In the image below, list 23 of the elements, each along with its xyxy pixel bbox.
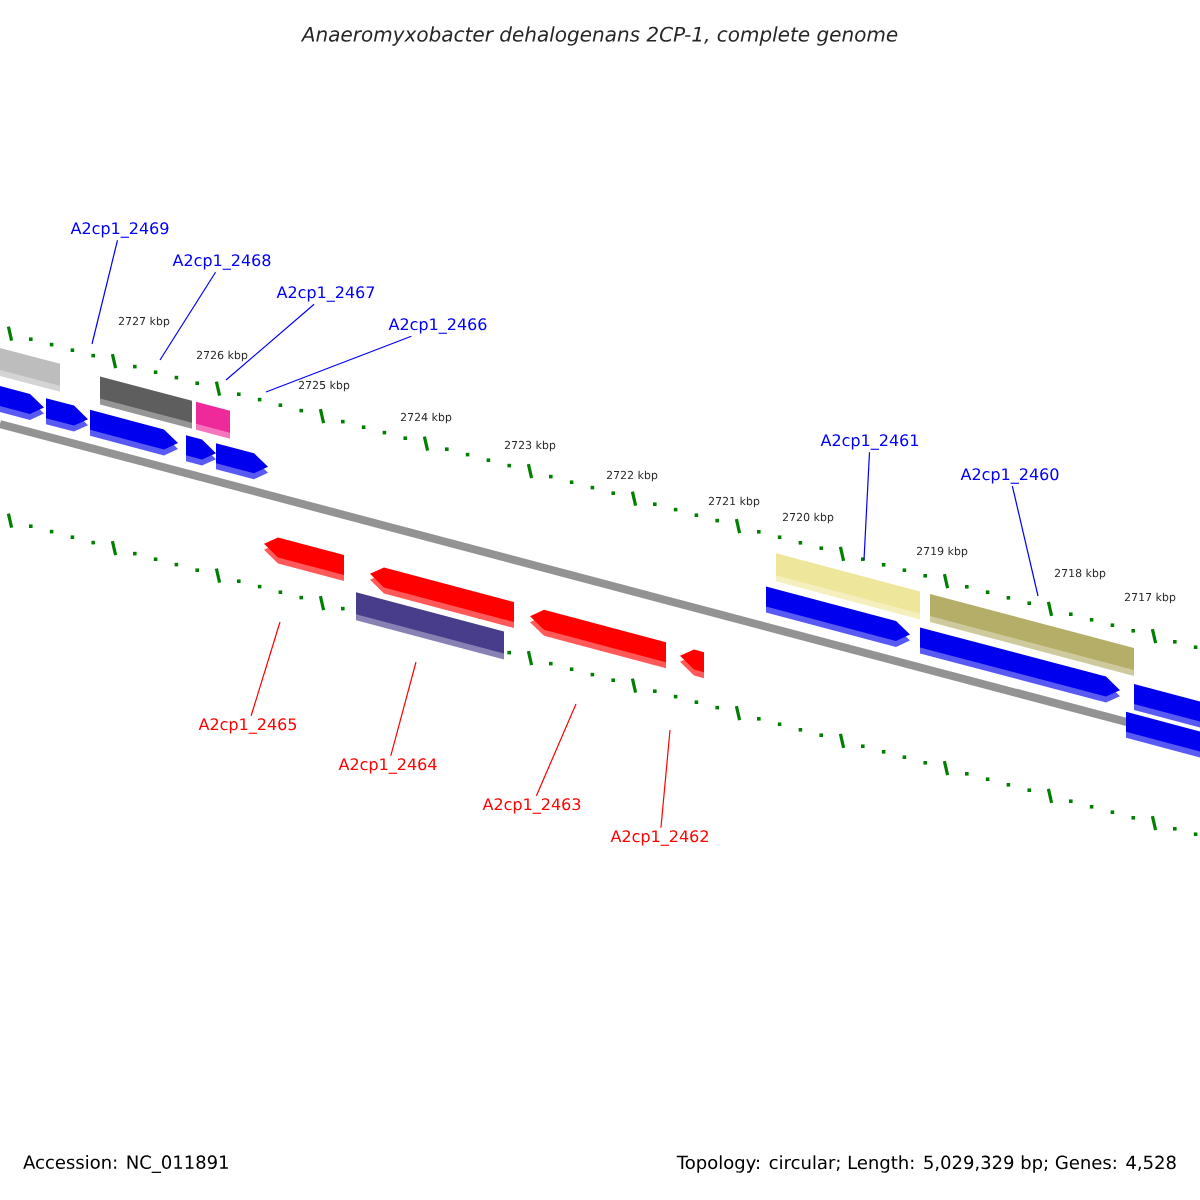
leader-line bbox=[159, 271, 217, 361]
gene-label: A2cp1_2469 bbox=[70, 222, 169, 238]
gene-label: A2cp1_2462 bbox=[610, 830, 708, 846]
accession-text: Accession: NC_011891 bbox=[23, 1155, 228, 1173]
gene-label: A2cp1_2460 bbox=[960, 468, 1059, 484]
leader-line bbox=[863, 451, 871, 561]
leader-line bbox=[1011, 485, 1039, 597]
gene-label: A2cp1_2461 bbox=[820, 434, 918, 450]
genome-info-text: Topology: circular; Length: 5,029,329 bp; Genes: 4,528 bbox=[676, 1155, 1176, 1173]
leader-line bbox=[225, 303, 315, 381]
gene-label: A2cp1_2465 bbox=[198, 718, 297, 734]
title: Anaeromyxobacter dehalogenans 2CP-1, complete genome bbox=[300, 26, 898, 46]
leader-line bbox=[535, 703, 577, 797]
gene-label: A2cp1_2463 bbox=[482, 798, 581, 814]
gene-label: A2cp1_2467 bbox=[276, 286, 375, 302]
gene-label: A2cp1_2464 bbox=[338, 758, 437, 774]
leader-line bbox=[265, 335, 412, 393]
gene-label: A2cp1_2468 bbox=[172, 254, 271, 270]
leader-line bbox=[91, 239, 119, 345]
gene-label: A2cp1_2466 bbox=[388, 318, 487, 334]
leader-line bbox=[660, 729, 671, 829]
leader-line bbox=[250, 621, 281, 717]
leader-line bbox=[390, 661, 417, 757]
